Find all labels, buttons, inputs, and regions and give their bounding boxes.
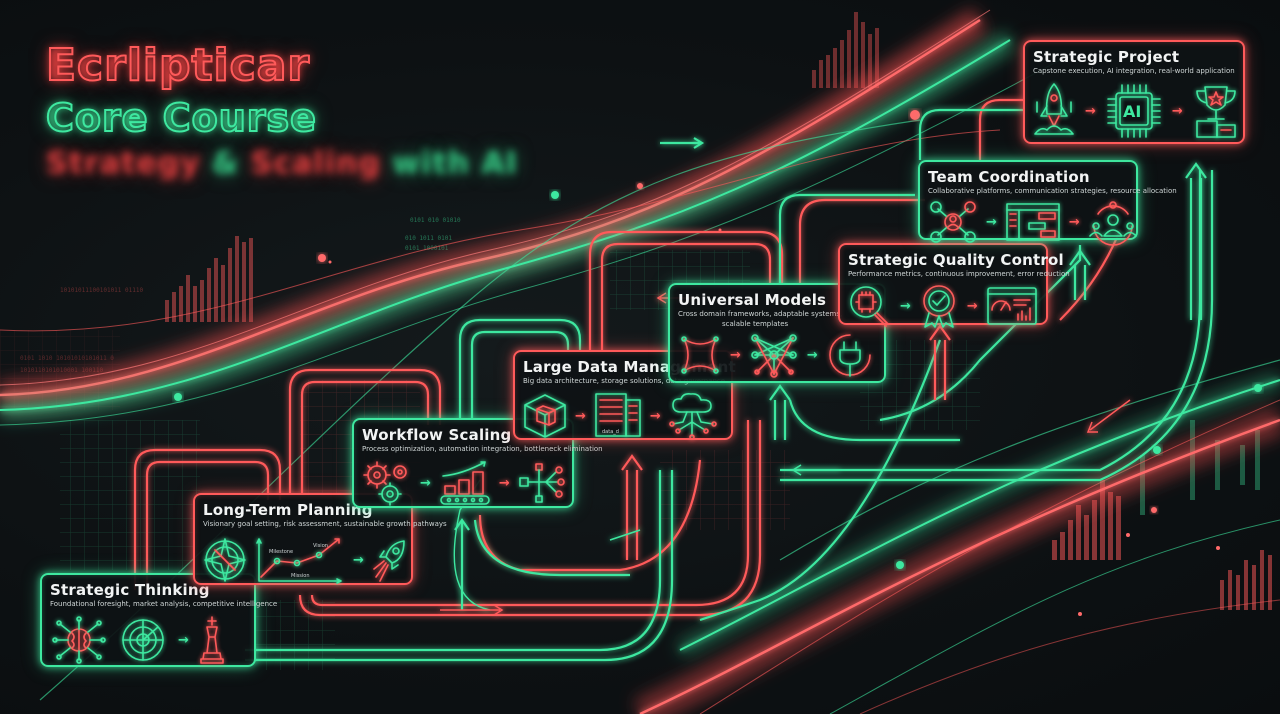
data-cube-icon: [524, 394, 566, 438]
glow-dots: [174, 110, 1262, 616]
brain-network-icon: [52, 616, 106, 664]
module-description: Foundational foresight, market analysis,…: [50, 600, 278, 608]
flowing-ribbons: [0, 8, 1280, 714]
flow-arrow-icon: →: [1085, 103, 1096, 119]
module-card-strategic-quality-control[interactable]: Strategic Quality Control Performance me…: [838, 243, 1070, 328]
flow-tree-icon: [519, 463, 565, 503]
module-title: Long-Term Planning: [203, 501, 373, 519]
module-card-long-term-planning[interactable]: Long-Term Planning Visionary goal settin…: [193, 493, 447, 585]
course-tagline: Strategy & Scaling with AI: [45, 145, 518, 182]
svg-text:1010110101010001 100110: 1010110101010001 100110: [20, 367, 103, 374]
module-description: Visionary goal setting, risk assessment,…: [203, 520, 447, 528]
growth-chart-icon: Milestone Mission Vision: [256, 538, 342, 584]
database-label: data_d: [602, 429, 619, 435]
flow-arrow-icon: →: [420, 475, 431, 491]
tagline-scaling: Scaling: [250, 145, 381, 182]
svg-text:010 1011 0101: 010 1011 0101: [405, 235, 452, 242]
team-circle-icon: [1089, 201, 1137, 246]
ai-chip-icon: AI: [1107, 84, 1161, 138]
module-title: Workflow Scaling: [362, 426, 512, 444]
rocket-icon: [373, 540, 405, 582]
flow-arrow-icon: →: [806, 347, 818, 363]
course-brand-title: Ecrlipticar: [45, 39, 311, 92]
flow-arrow-icon: →: [1068, 214, 1080, 230]
database-list-icon: data_d: [595, 393, 641, 437]
star-shape-icon: [681, 336, 719, 374]
ai-chip-label: AI: [1123, 102, 1141, 121]
module-description: Process optimization, automation integra…: [362, 445, 603, 453]
flow-arrows: [440, 137, 1207, 616]
chart-label-milestone: Milestone: [269, 549, 293, 555]
node-network-icon: [751, 334, 797, 378]
module-description-line2: scalable templates: [722, 320, 789, 328]
conveyor-bar-chart-icon: [440, 461, 490, 505]
plug-icon: [829, 334, 871, 377]
flow-arrow-icon: →: [498, 475, 510, 491]
trophy-icon: [1196, 86, 1236, 138]
module-card-strategic-thinking[interactable]: Strategic Thinking Foundational foresigh…: [40, 573, 278, 667]
award-badge-icon: [923, 285, 955, 328]
radar-icon: [122, 619, 164, 661]
rocket-launch-icon: [1034, 83, 1074, 135]
svg-text:0101 010 01010: 0101 010 01010: [410, 217, 461, 224]
kanban-board-icon: [1006, 203, 1060, 241]
module-title: Strategic Project: [1033, 48, 1180, 66]
module-description: Capstone execution, AI integration, real…: [1033, 67, 1235, 75]
svg-text:10101011100101011 01110: 10101011100101011 01110: [60, 287, 143, 294]
tagline-with-ai: with AI: [392, 145, 518, 182]
chess-king-icon: [200, 616, 224, 664]
module-description: Performance metrics, continuous improvem…: [848, 270, 1070, 278]
course-subtitle: Core Course: [45, 95, 317, 141]
tagline-strategy: Strategy: [45, 145, 201, 182]
cloud-network-icon: [669, 393, 717, 440]
flow-arrow-icon: →: [353, 552, 364, 568]
compass-icon: [204, 538, 246, 582]
flow-arrow-icon: →: [966, 298, 978, 314]
flow-arrow-icon: →: [178, 632, 189, 648]
dashboard-icon: [987, 287, 1037, 325]
grid-pattern: [60, 420, 200, 570]
svg-text:0101 1000101: 0101 1000101: [405, 245, 449, 252]
module-description: Big data architecture, storage solutions…: [523, 377, 726, 385]
flow-arrow-icon: →: [986, 214, 997, 230]
team-network-icon: [930, 201, 976, 243]
flow-arrow-icon: →: [1171, 103, 1183, 119]
chart-label-mission: Mission: [291, 573, 310, 579]
magnifier-chip-icon: [850, 286, 889, 327]
gears-icon: [363, 461, 407, 506]
flow-arrow-icon: →: [900, 298, 911, 314]
module-title: Universal Models: [678, 291, 827, 309]
module-description: Collaborative platforms, communication s…: [928, 187, 1177, 195]
flow-arrow-icon: →: [730, 347, 741, 363]
module-title: Strategic Thinking: [50, 581, 210, 599]
module-description: Cross domain frameworks, adaptable syste…: [678, 310, 843, 318]
flow-arrow-icon: →: [649, 408, 661, 424]
tagline-ampersand: &: [211, 145, 240, 182]
flow-arrow-icon: →: [575, 408, 586, 424]
module-title: Strategic Quality Control: [848, 251, 1064, 269]
chart-label-vision: Vision: [313, 543, 328, 549]
module-card-strategic-project[interactable]: Strategic Project Capstone execution, AI…: [1023, 40, 1245, 144]
svg-text:0101 1010 10101010101011 0: 0101 1010 10101010101011 0: [20, 355, 114, 362]
bar-chart-decor-left: [165, 236, 253, 322]
circuit-pipes: [133, 98, 1214, 662]
module-card-team-coordination[interactable]: Team Coordination Collaborative platform…: [918, 160, 1177, 246]
module-title: Team Coordination: [928, 168, 1090, 186]
